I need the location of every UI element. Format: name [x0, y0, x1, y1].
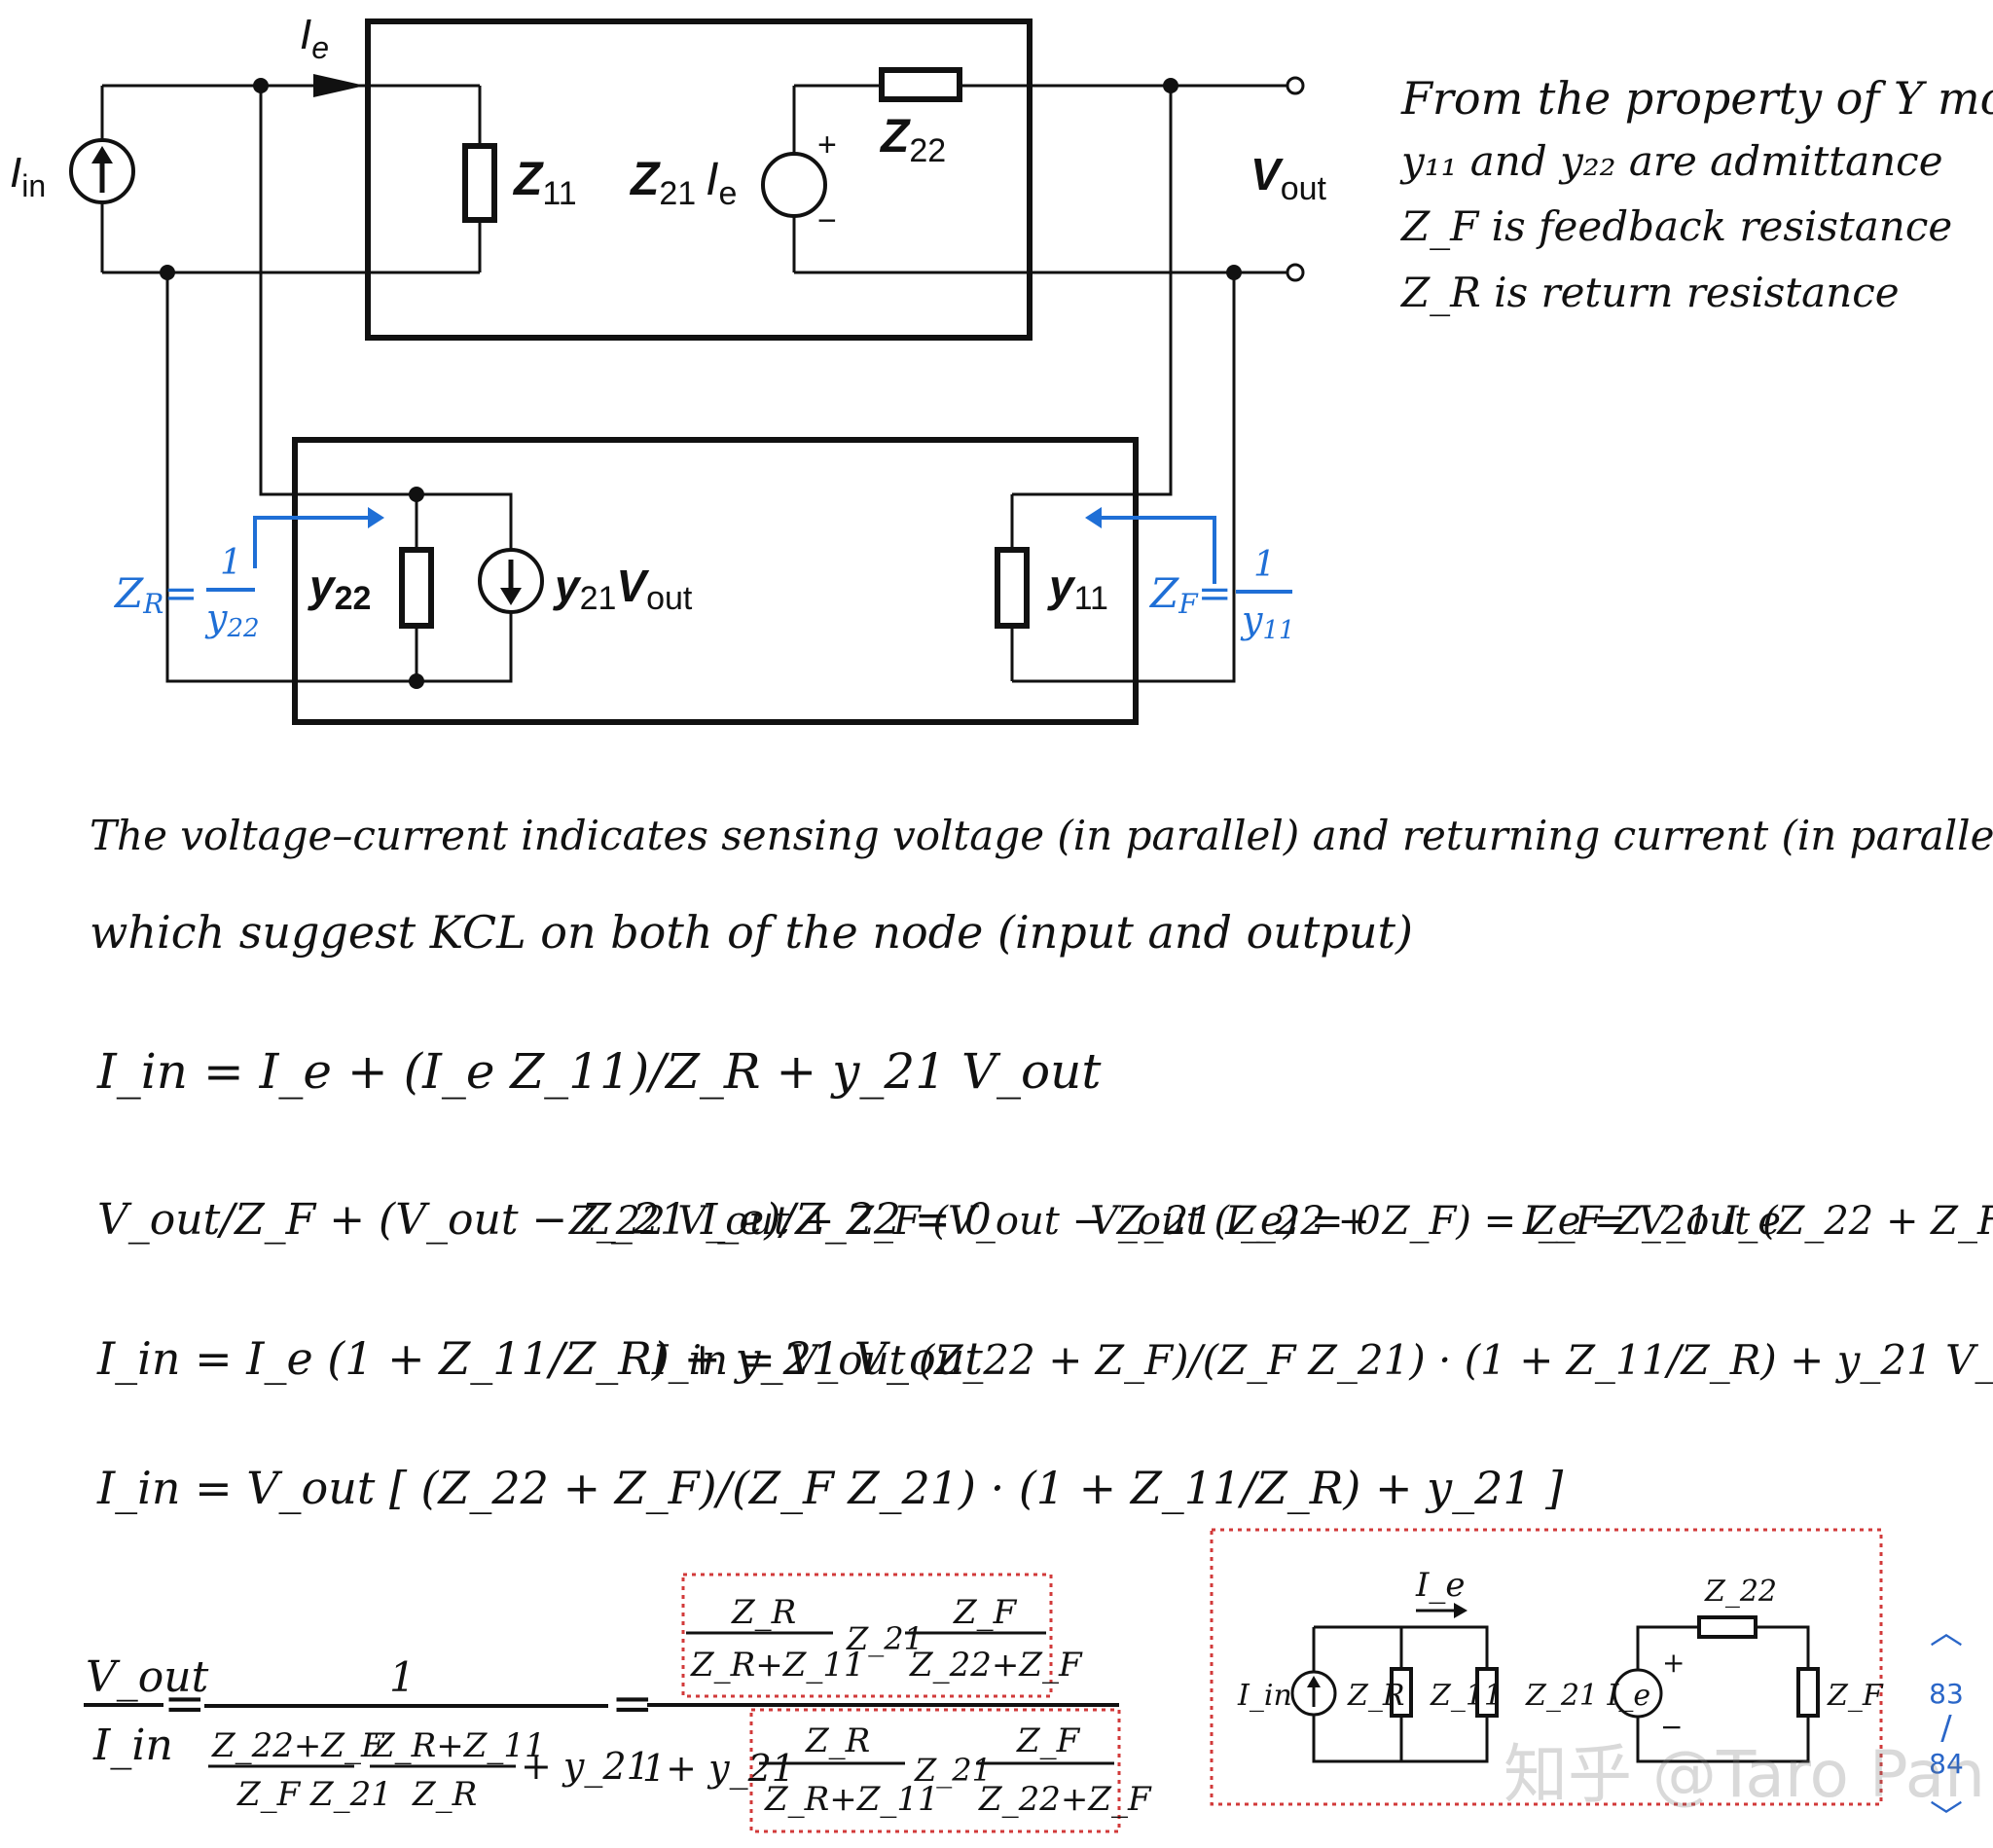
iin-label: Iin [10, 149, 46, 203]
paragraph-line-2: which suggest KCL on both of the node (i… [90, 906, 1413, 959]
blue-annotations [206, 507, 1292, 594]
minus-sign: − [817, 202, 837, 239]
zf-num: 1 [1253, 545, 1276, 585]
z11-resistor [462, 143, 497, 223]
zf-annotation: ZF= [1148, 569, 1232, 620]
zr-num: 1 [220, 543, 242, 583]
eq2a: V_out/Z_F + (V_out − Z_21 I_e)/Z_22 = 0 [97, 1195, 992, 1245]
y21vout-label: y21Vout [553, 561, 693, 617]
main-circuit [100, 18, 1289, 725]
small-voltage-source [1613, 1668, 1663, 1719]
dependent-voltage-source [761, 152, 827, 218]
red-dotted-box-bottom [749, 1708, 1121, 1833]
z22-label: Z22 [879, 111, 946, 169]
small-ie-arrow-icon [1454, 1603, 1468, 1618]
final-mid-plus: + y_21 [521, 1745, 650, 1789]
watermark: 知乎 @Taro Pan [1504, 1737, 1985, 1812]
side-note-4: Z_R is return resistance [1401, 269, 1900, 316]
eq2c: V_out (Z_22 + Z_F) = Z_F Z_21 I_e [1090, 1199, 1781, 1244]
plus-sign: + [817, 127, 837, 163]
eq3a: I_in = I_e (1 + Z_11/Z_R) + y_21 V_out [96, 1332, 983, 1385]
z11-label: Z11 [512, 154, 577, 212]
small-zr-label: Z_R [1347, 1679, 1404, 1713]
eq1: I_in = I_e + (I_e Z_11)/Z_R + y_21 V_out [96, 1043, 1102, 1100]
final-expression: V_out I_in = 1 Z_22+Z_F Z_F Z_21 Z_R+Z_1… [84, 1573, 1152, 1833]
eq2d: I_e = V_out (Z_22 + Z_F) / (Z_F Z_21) [1522, 1199, 1993, 1244]
final-mid-num: 1 [389, 1653, 416, 1701]
small-zf-label: Z_F [1827, 1679, 1884, 1713]
y11-label: y11 [1047, 561, 1108, 617]
y22-label: y22 [308, 561, 371, 617]
small-minus: − [1660, 1711, 1683, 1743]
vout-label: Vout [1250, 149, 1327, 207]
rhs-bot-z21: Z_21 [914, 1752, 992, 1789]
small-equivalent-circuit: I_e I_in Z_R Z_11 Z_21 I_e Z_22 Z_F + − [1210, 1528, 1884, 1806]
y11-resistor [995, 547, 1030, 629]
side-note-3: Z_F is feedback resistance [1401, 202, 1953, 250]
small-z21ie-label: Z_21 I_e [1525, 1679, 1650, 1713]
rhs-top-f2-num: Z_F [953, 1593, 1018, 1632]
rhs-bot-f1-den: Z_R+Z_11 [764, 1780, 939, 1819]
page-total: 84 [1929, 1748, 1964, 1780]
rhs-den-prefix: 1+ y_21 [642, 1747, 795, 1791]
output-terminals [1286, 76, 1305, 282]
small-z22-label: Z_22 [1704, 1575, 1777, 1609]
small-plus: + [1662, 1647, 1685, 1679]
paragraph-line-1: The voltage–current indicates sensing vo… [90, 812, 1993, 859]
ie-arrow-icon [313, 74, 365, 97]
rhs-bot-f2-num: Z_F [1016, 1721, 1081, 1760]
page-current: 83 [1929, 1678, 1964, 1710]
final-eq1: = [163, 1675, 206, 1733]
feedback-box [292, 437, 1139, 725]
rhs-top-f1-den: Z_R+Z_11 [690, 1646, 865, 1685]
final-lhs-num: V_out [86, 1652, 209, 1702]
final-mid-b-den: Z_R [412, 1775, 477, 1814]
eq3b: I_in = V_out (Z_22 + Z_F)/(Z_F Z_21) · (… [651, 1336, 1993, 1384]
rhs-top-z21: Z_21 [846, 1620, 924, 1657]
dependent-current-source [478, 548, 544, 614]
final-lhs-den: I_in [92, 1721, 173, 1770]
rhs-top-f1-num: Z_R [731, 1593, 796, 1632]
y22-resistor [399, 547, 434, 629]
side-note-1: From the property of Y model [1401, 72, 1993, 125]
zf-den: y11 [1240, 598, 1295, 645]
ie-label: Ie [300, 11, 329, 65]
final-eq2: = [611, 1675, 654, 1733]
rhs-top-f2-den: Z_22+Z_F [909, 1646, 1083, 1685]
zr-den: y22 [204, 597, 260, 643]
final-mid-a-den: Z_F Z_21 [236, 1775, 392, 1814]
page-up-button[interactable]: ︿ [1930, 1613, 1963, 1652]
small-ie-label: I_e [1415, 1566, 1466, 1605]
zr-annotation: ZR= [113, 569, 198, 620]
rhs-bot-f1-num: Z_R [805, 1721, 870, 1760]
rhs-bot-f2-den: Z_22+Z_F [978, 1780, 1152, 1819]
page-down-button[interactable]: ﹀ [1930, 1798, 1963, 1837]
red-dotted-box-circuit [1210, 1528, 1883, 1806]
page-separator: / [1940, 1709, 1952, 1748]
small-iin-label: I_in [1237, 1679, 1292, 1713]
eq4: I_in = V_out [ (Z_22 + Z_F)/(Z_F Z_21) ·… [96, 1462, 1563, 1514]
junction-dots [160, 78, 1242, 689]
amplifier-box [365, 18, 1033, 341]
side-note-2: y₁₁ and y₂₂ are admittance [1401, 137, 1943, 185]
z22-resistor [879, 67, 962, 102]
small-z11-label: Z_11 [1430, 1679, 1503, 1713]
input-current-source [69, 138, 135, 204]
eq2b: Z_22 V_out + Z_F (V_out − Z_21 I_e) = 0 [567, 1199, 1381, 1244]
red-dotted-box-top [681, 1573, 1053, 1698]
final-mid-b-num: Z_R+Z_11 [371, 1726, 546, 1765]
final-mid-a-num: Z_22+Z_F [211, 1726, 385, 1765]
